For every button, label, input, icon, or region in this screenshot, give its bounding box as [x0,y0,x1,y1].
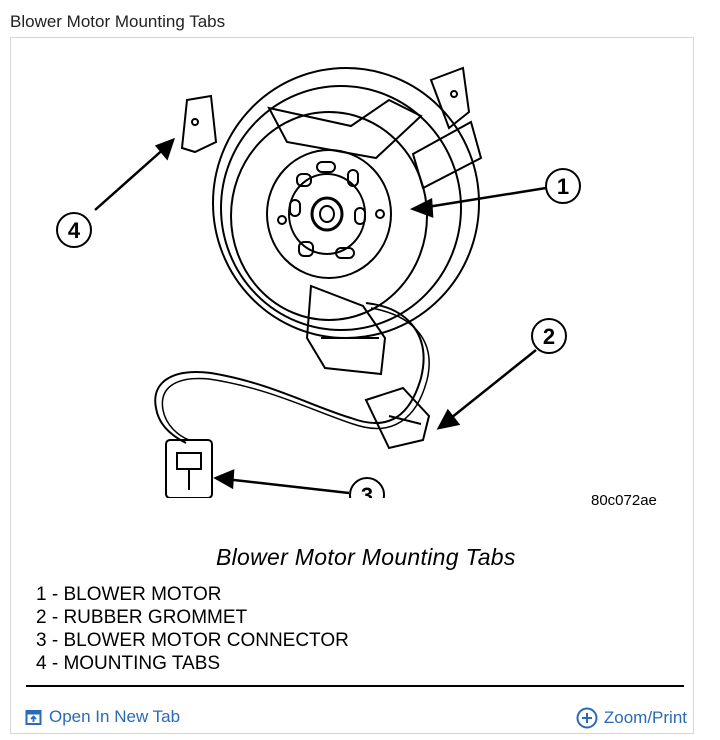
rubber-grommet [364,386,431,450]
callout-2-label: 2 [543,324,555,349]
mounting-tab-right [429,66,471,130]
legend-item: 3 - BLOWER MOTOR CONNECTOR [36,630,349,651]
blower-motor-diagram: 1 2 3 4 [56,66,581,498]
zoom-plus-icon [576,707,598,729]
wire-harness [154,302,425,444]
callout-4-label: 4 [68,218,81,243]
zoom-print-label[interactable]: Zoom/Print [603,708,687,727]
zoom-print-link[interactable]: Zoom/Print [576,707,687,729]
motor-hub-outer [266,149,392,279]
callout-1 [545,168,581,204]
callout-3 [349,477,385,498]
legend-item: 4 - MOUNTING TABS [36,653,221,674]
legend-item: 1 - BLOWER MOTOR [36,584,222,605]
legend-item: 2 - RUBBER GROMMET [36,607,248,628]
motor-spoke-right [411,120,483,190]
motor-housing-outer [212,67,480,339]
callout-3-label: 3 [361,483,373,498]
motor-wheel-rim [230,111,428,321]
callout-1-label: 1 [557,174,569,199]
figure-legend: 1 - BLOWER MOTOR 2 - RUBBER GROMMET 3 - … [36,583,349,675]
callout-2 [531,318,567,354]
legend-divider [26,685,684,687]
mounting-tab-left [180,94,218,154]
motor-housing-inner [220,85,462,331]
open-in-new-tab-link[interactable]: Open In New Tab [25,707,180,727]
open-in-new-tab-icon [25,710,42,725]
callout-4 [56,212,92,248]
figure-code: 80c072ae [591,492,657,509]
motor-shaft [310,196,344,232]
figure-caption: Blower Motor Mounting Tabs [216,544,516,570]
blower-motor-connector [165,439,213,498]
open-in-new-tab-label[interactable]: Open In New Tab [49,707,181,726]
motor-spoke-upper [267,98,423,160]
figure-panel: 1 2 3 4 80c072ae Blower Motor Mounting T… [10,37,694,734]
motor-lower-bracket [305,284,387,376]
page-title: Blower Motor Mounting Tabs [10,12,226,31]
